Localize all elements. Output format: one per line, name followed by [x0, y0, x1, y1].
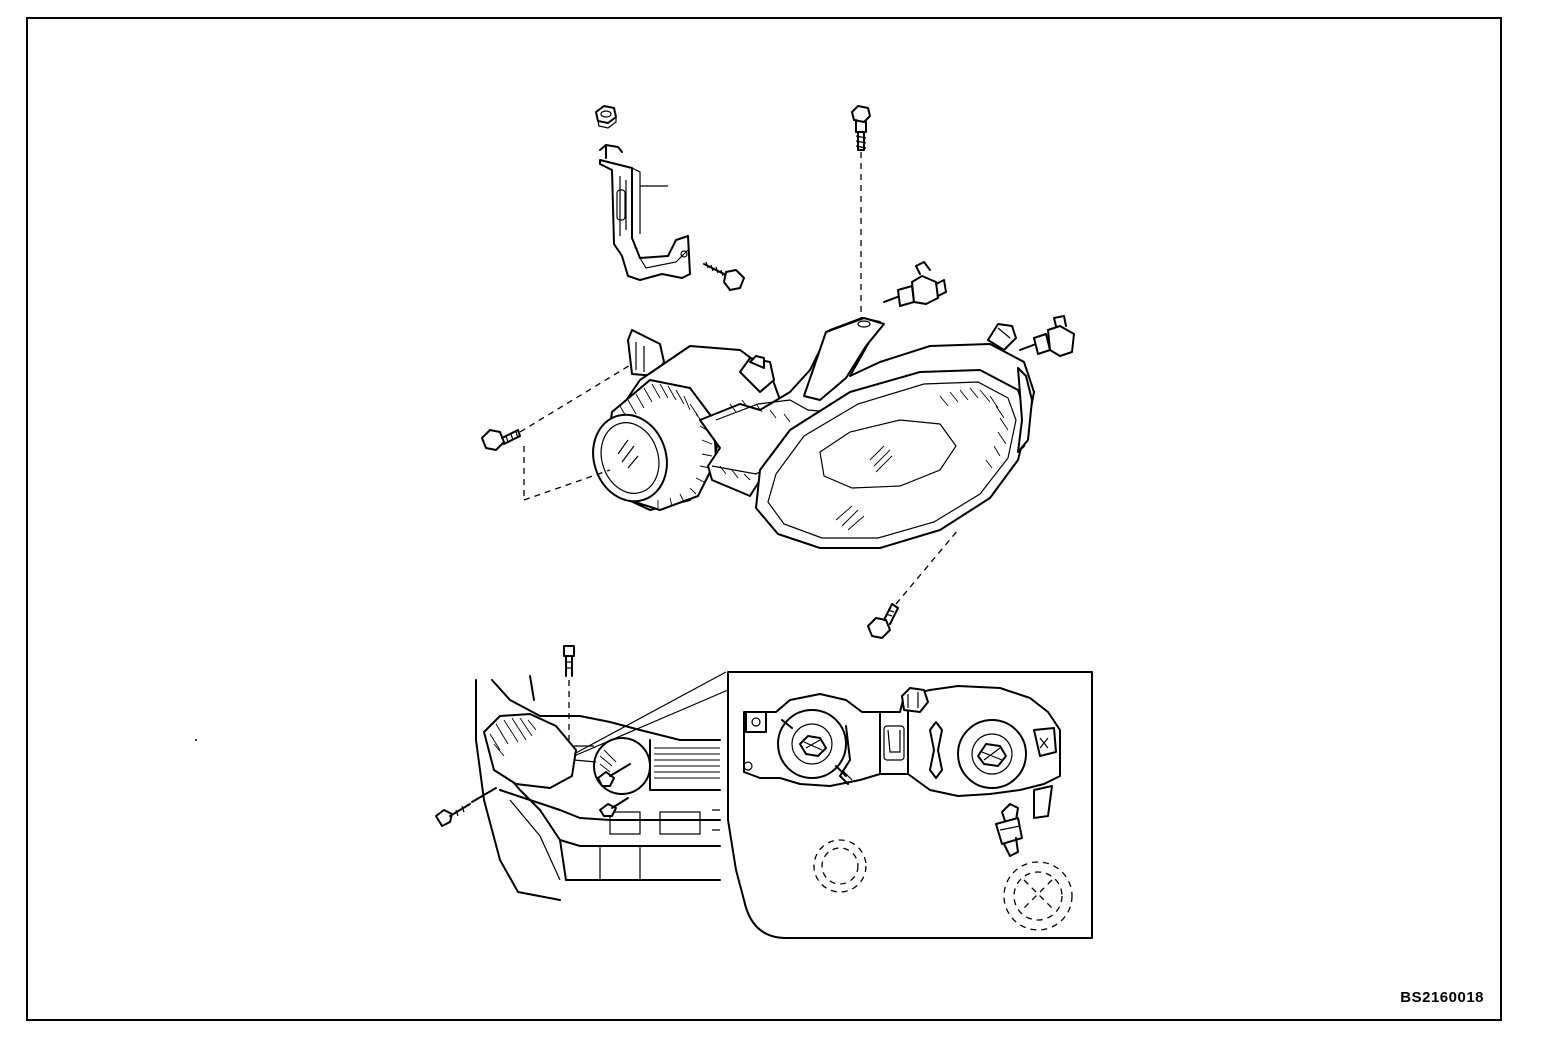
vehicle-front-view: [435, 645, 729, 901]
main-reflector-lens: [755, 369, 1029, 549]
front-left-bolt: [435, 787, 497, 827]
speck: [195, 739, 197, 741]
lower-mounting-bolt: [867, 529, 959, 639]
bracket-nut: [595, 105, 617, 129]
bracket-bolt: [703, 261, 745, 291]
headlamp-assembly: [592, 317, 1035, 549]
figure-id-label: BS2160018: [1400, 989, 1484, 1006]
bulb-socket-1: [883, 261, 947, 307]
diagram-frame: [26, 17, 1502, 1021]
projector-lens: [592, 413, 668, 503]
top-mounting-bolt: [851, 105, 871, 318]
bulb-socket-2: [987, 315, 1075, 357]
front-right-bolt: [597, 763, 631, 817]
front-top-bolt: [563, 645, 575, 740]
side-mounting-bolt: [481, 363, 633, 501]
rear-detail-inset: [727, 671, 1093, 939]
inset-bulb: [995, 803, 1023, 857]
mounting-bracket: [599, 144, 691, 281]
